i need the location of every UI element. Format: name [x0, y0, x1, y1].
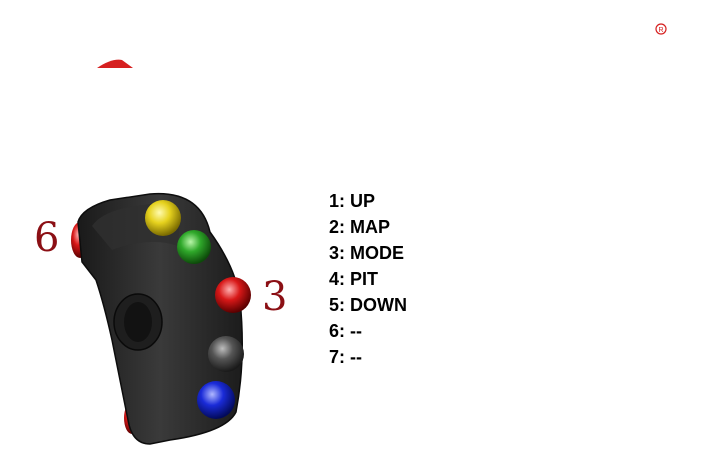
svg-text:R: R	[658, 27, 663, 34]
button-legend: 1: UP 2: MAP 3: MODE 4: PIT 5: DOWN 6: -…	[329, 188, 407, 370]
button-4	[208, 336, 244, 372]
legend-item-7: 7: --	[329, 347, 362, 367]
button-3	[215, 277, 251, 313]
registered-mark-icon: R	[655, 23, 667, 35]
button-5	[197, 381, 235, 419]
button-2	[177, 230, 211, 264]
callout-6-label: 6	[34, 215, 60, 261]
legend-item-5: 5: DOWN	[329, 295, 407, 315]
callout-3-label: 3	[262, 274, 288, 320]
legend-item-3: 3: MODE	[329, 243, 405, 263]
legend-item-4: 4: PIT	[329, 269, 379, 289]
legend-item-2: 2: MAP	[329, 217, 391, 237]
button-1	[145, 200, 181, 236]
legend-item-6: 6: --	[329, 321, 362, 341]
logo-fragment-icon	[97, 59, 133, 68]
legend-item-1: 1: UP	[329, 191, 376, 211]
